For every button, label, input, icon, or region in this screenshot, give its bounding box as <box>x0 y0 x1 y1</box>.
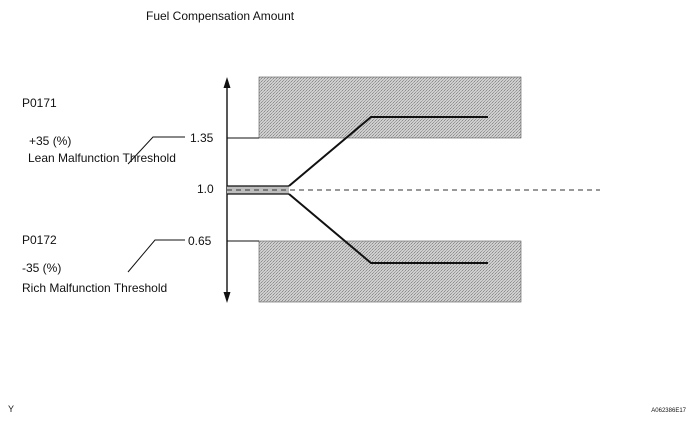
lean-dtc-code: P0171 <box>22 96 57 110</box>
rich-leader-line <box>127 239 185 273</box>
center-value-label: 1.0 <box>197 182 214 196</box>
figure-id: A062386E17 <box>651 408 686 414</box>
lean-leader-line <box>127 136 185 165</box>
lean-compensation-line <box>288 116 488 187</box>
rich-percent: -35 (%) <box>22 261 61 275</box>
rich-threshold-name: Rich Malfunction Threshold <box>22 281 167 295</box>
lean-percent: +35 (%) <box>29 134 71 148</box>
rich-compensation-line <box>288 193 488 264</box>
corner-mark-left: Y <box>8 404 14 414</box>
rich-value-label: 0.65 <box>188 234 212 248</box>
lean-threshold-name: Lean Malfunction Threshold <box>28 151 176 165</box>
lean-malfunction-region <box>258 76 522 139</box>
lean-value-label: 1.35 <box>190 131 214 145</box>
rich-malfunction-region <box>258 240 522 303</box>
axis-arrow-down-icon <box>223 292 231 303</box>
axis-arrow-up-icon <box>223 77 231 88</box>
diagram-title: Fuel Compensation Amount <box>146 9 295 23</box>
rich-dtc-code: P0172 <box>22 233 57 247</box>
